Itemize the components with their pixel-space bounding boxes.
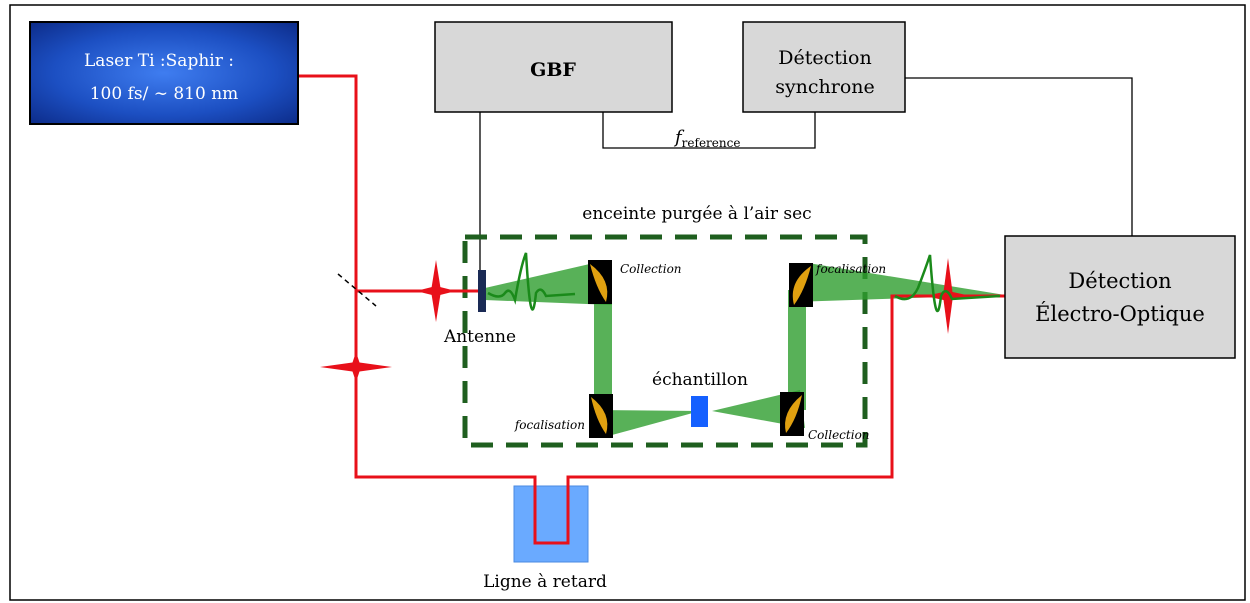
laser-label-line1: Laser Ti :Saphir : [84,51,234,71]
antenna-emitter [478,270,486,312]
laser-pulse-marks [320,258,971,382]
delay-line-label: Ligne à retard [483,572,607,592]
eo-detection-label-line2: Électro-Optique [1035,302,1205,326]
delay-line-beam [533,477,570,545]
mirror-top-left [588,260,612,304]
chamber-label: enceinte purgée à l’air sec [582,204,811,224]
mirror-top-right [789,263,813,307]
gbf-label: GBF [530,59,576,81]
reference-subscript: reference [682,136,741,150]
gbf-box [434,21,673,113]
lockin-box [742,21,906,113]
lockin-label-line2: synchrone [775,76,875,98]
mirror-label-top-right: focalisation [815,262,886,276]
mirror-bottom-right [780,392,804,436]
mirror-label-bottom-left: focalisation [514,418,585,432]
eo-detection-label-line1: Détection [1068,269,1171,293]
purged-chamber [462,234,868,448]
eo-detection-box [1004,235,1236,359]
mirror-label-top-left: Collection [620,262,682,276]
sample-block [691,396,708,427]
mirror-label-bottom-right: Collection [808,428,870,442]
thz-pulse-waveforms [487,252,1001,313]
signal-wires [479,77,1133,272]
antenna-label: Antenne [443,327,516,347]
delay-line-box [513,485,589,563]
laser-source-box [29,21,299,125]
sample-label: échantillon [652,370,748,390]
mirror-bottom-left [589,394,613,438]
laser-label-line2: 100 fs/ ∼ 810 nm [90,84,239,104]
lockin-label-line1: Détection [778,47,871,69]
